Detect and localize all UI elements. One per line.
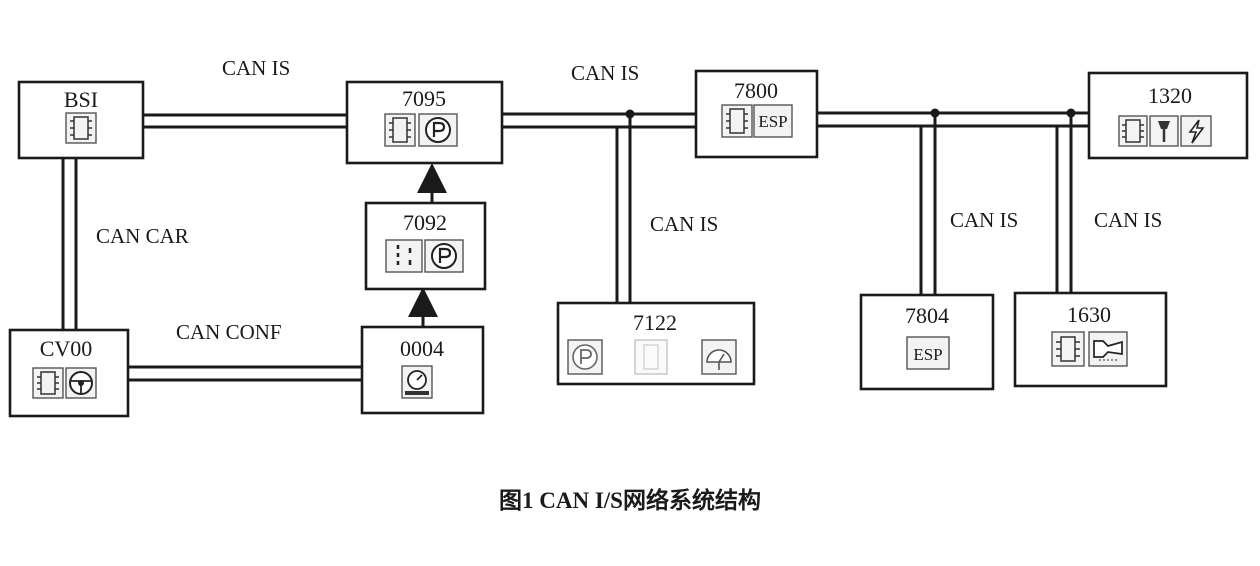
ignition-bolt-icon (1180, 115, 1212, 147)
bus-label-drop-1630: CAN IS (1094, 208, 1162, 232)
ecu-chip-icon (1051, 331, 1085, 367)
bus-label-cv00-0004: CAN CONF (176, 320, 282, 344)
ecu-chip-icon (384, 113, 416, 147)
ecu-chip-icon (65, 112, 97, 144)
node-7804[interactable]: 7804 ESP (859, 293, 995, 391)
ecu-chip-icon (634, 339, 668, 375)
bus-label-bsi-cv00: CAN CAR (96, 224, 189, 248)
switch-icon (385, 239, 423, 273)
esp-tag: ESP (913, 345, 942, 364)
node-label-7800: 7800 (734, 78, 778, 103)
parking-p-icon (418, 113, 458, 147)
bus-label-drop-7804: CAN IS (950, 208, 1018, 232)
node-7095[interactable]: 7095 (345, 80, 504, 165)
injector-icon (1149, 115, 1179, 147)
parking-p-icon (567, 339, 603, 375)
node-label-7095: 7095 (402, 86, 446, 111)
parking-p-icon (424, 239, 464, 273)
node-label-0004: 0004 (400, 336, 444, 361)
bus-label-bsi-7095: CAN IS (222, 56, 290, 80)
ecu-chip-icon (1118, 115, 1148, 147)
node-label-bsi: BSI (64, 87, 98, 112)
instrument-cluster-icon (401, 365, 433, 399)
ecu-chip-icon (721, 104, 753, 138)
node-label-1320: 1320 (1148, 83, 1192, 108)
wire-7095-7800 (502, 112, 696, 129)
wire-drop-1630 (1055, 108, 1076, 293)
node-0004[interactable]: 0004 (360, 325, 485, 415)
node-7122[interactable]: 7122 (556, 301, 756, 386)
node-1320[interactable]: 1320 (1087, 71, 1249, 160)
node-7800[interactable]: 7800 ESP (694, 69, 819, 159)
wire-7800-1320 (817, 111, 1089, 128)
wire-drop-7804 (919, 108, 940, 295)
esp-tag-frame (906, 336, 950, 370)
wire-cv00-0004 (128, 365, 362, 382)
node-label-7122: 7122 (633, 310, 677, 335)
node-label-7804: 7804 (905, 303, 949, 328)
figure-caption: 图1 CAN I/S网络系统结构 (499, 487, 761, 513)
node-cv00[interactable]: CV00 (8, 328, 130, 418)
node-7092[interactable]: 7092 (364, 201, 487, 291)
gearbox-icon (1088, 331, 1128, 367)
bus-label-7095-7800: CAN IS (571, 61, 639, 85)
wire-bsi-cv00 (61, 158, 78, 330)
node-1630[interactable]: 1630 (1013, 291, 1168, 388)
node-label-1630: 1630 (1067, 302, 1111, 327)
esp-tag: ESP (758, 112, 787, 131)
ecu-chip-icon (32, 367, 64, 399)
node-label-7092: 7092 (403, 210, 447, 235)
bus-label-drop-7122: CAN IS (650, 212, 718, 236)
esp-tag-frame (753, 104, 793, 138)
gauge-icon (701, 339, 737, 375)
node-bsi[interactable]: BSI (17, 80, 145, 160)
steering-wheel-icon (65, 367, 97, 399)
wire-drop-7122 (615, 109, 635, 303)
node-label-cv00: CV00 (40, 336, 93, 361)
wire-bsi-7095 (143, 113, 347, 129)
